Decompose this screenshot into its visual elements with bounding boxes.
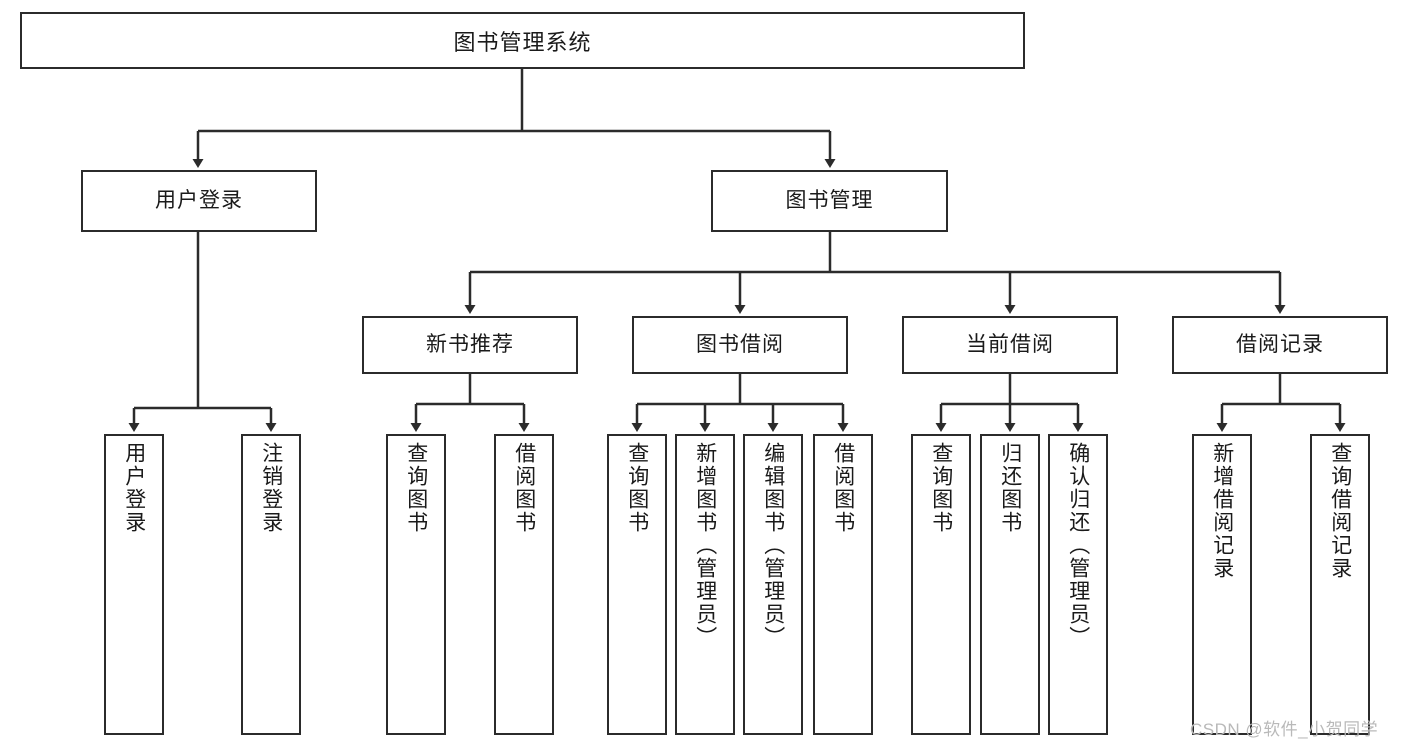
node-borrow-record-label: 借阅记录: [1236, 333, 1324, 357]
node-current-borrow-label: 当前借阅: [966, 333, 1054, 357]
leaf-borrow-record-2-label: 查询借阅记录: [1328, 442, 1352, 580]
leaf-current-borrow-2[interactable]: 归还图书: [980, 434, 1040, 735]
leaf-book-borrow-1-label: 查询图书: [625, 442, 649, 534]
node-book-management-label: 图书管理: [785, 189, 874, 213]
leaf-user-login-1-label: 用户登录: [122, 442, 146, 534]
leaf-borrow-record-2[interactable]: 查询借阅记录: [1310, 434, 1370, 735]
leaf-book-borrow-2[interactable]: 新增图书（管理员）: [675, 434, 735, 735]
leaf-new-book-rec-2[interactable]: 借阅图书: [494, 434, 554, 735]
leaf-current-borrow-1[interactable]: 查询图书: [911, 434, 971, 735]
leaf-book-borrow-2-label: 新增图书（管理员）: [693, 442, 717, 649]
node-book-borrow-label: 图书借阅: [696, 333, 784, 357]
leaf-new-book-rec-1-label: 查询图书: [404, 442, 428, 534]
leaf-borrow-record-1[interactable]: 新增借阅记录: [1192, 434, 1252, 735]
leaf-current-borrow-3-label: 确认归还（管理员）: [1066, 442, 1090, 649]
leaf-book-borrow-4-label: 借阅图书: [831, 442, 855, 534]
leaf-current-borrow-1-label: 查询图书: [929, 442, 953, 534]
node-current-borrow[interactable]: 当前借阅: [902, 316, 1118, 374]
csdn-watermark: CSDN @软件_小贺同学: [1190, 720, 1379, 739]
leaf-user-login-1[interactable]: 用户登录: [104, 434, 164, 735]
leaf-book-borrow-1[interactable]: 查询图书: [607, 434, 667, 735]
node-borrow-record[interactable]: 借阅记录: [1172, 316, 1388, 374]
node-root-book-management-system[interactable]: 图书管理系统: [20, 12, 1025, 69]
leaf-book-borrow-3-label: 编辑图书（管理员）: [761, 442, 785, 649]
leaf-new-book-rec-2-label: 借阅图书: [512, 442, 536, 534]
node-book-management[interactable]: 图书管理: [711, 170, 948, 232]
node-book-borrow[interactable]: 图书借阅: [632, 316, 848, 374]
node-new-book-recommendation[interactable]: 新书推荐: [362, 316, 578, 374]
node-new-book-recommendation-label: 新书推荐: [426, 333, 514, 357]
leaf-user-login-2-label: 注销登录: [259, 442, 283, 534]
leaf-current-borrow-3[interactable]: 确认归还（管理员）: [1048, 434, 1108, 735]
leaf-book-borrow-4[interactable]: 借阅图书: [813, 434, 873, 735]
leaf-user-login-2[interactable]: 注销登录: [241, 434, 301, 735]
leaf-borrow-record-1-label: 新增借阅记录: [1210, 442, 1234, 580]
leaf-new-book-rec-1[interactable]: 查询图书: [386, 434, 446, 735]
leaf-current-borrow-2-label: 归还图书: [998, 442, 1022, 534]
leaf-book-borrow-3[interactable]: 编辑图书（管理员）: [743, 434, 803, 735]
node-user-login[interactable]: 用户登录: [81, 170, 317, 232]
node-root-label: 图书管理系统: [453, 29, 592, 55]
node-user-login-label: 用户登录: [155, 189, 243, 213]
